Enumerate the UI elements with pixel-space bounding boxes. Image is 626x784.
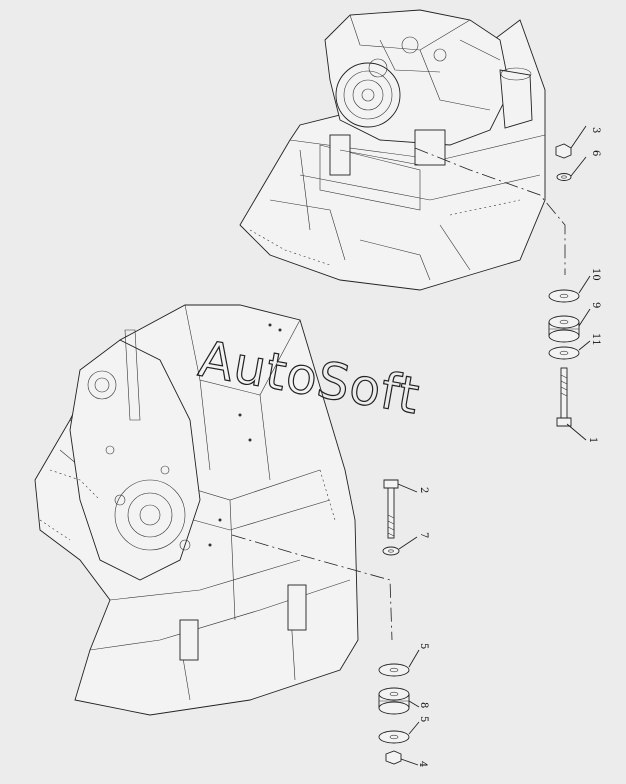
part-nut-4: [385, 750, 402, 765]
callout-6: 6: [590, 150, 601, 156]
part-washer-5-upper: [378, 663, 410, 677]
callout-10: 10: [590, 268, 601, 281]
callout-4: 4: [417, 761, 428, 767]
callout-labels: 3 6 10 9 11 1 2 7 5 8 5 4: [417, 127, 601, 767]
part-washer-5-lower: [378, 730, 410, 744]
part-rubber-mount-9: [548, 315, 580, 343]
assembly-center-lines: [231, 147, 566, 641]
callout-5-lower: 5: [418, 716, 429, 722]
callout-5-upper: 5: [418, 643, 429, 649]
part-washer-7: [382, 546, 400, 556]
part-washer-10: [548, 289, 580, 303]
upper-mount-parts: [548, 143, 580, 427]
part-nut-3: [555, 143, 572, 159]
callout-1: 1: [587, 437, 598, 443]
part-bolt-1: [556, 367, 572, 427]
leader-lines: [397, 125, 591, 766]
part-rubber-mount-8: [378, 687, 410, 715]
part-washer-6: [556, 173, 572, 181]
lower-mount-parts: [378, 479, 410, 765]
callout-3: 3: [590, 127, 601, 133]
frame-assembly: [34, 304, 359, 716]
callout-7: 7: [418, 532, 429, 538]
part-washer-11: [548, 346, 580, 360]
callout-9: 9: [590, 302, 601, 308]
callout-8: 8: [418, 702, 429, 708]
engine-assembly: [239, 9, 546, 291]
callout-11: 11: [590, 333, 601, 346]
callout-2: 2: [418, 487, 429, 493]
part-bolt-2: [383, 479, 399, 539]
